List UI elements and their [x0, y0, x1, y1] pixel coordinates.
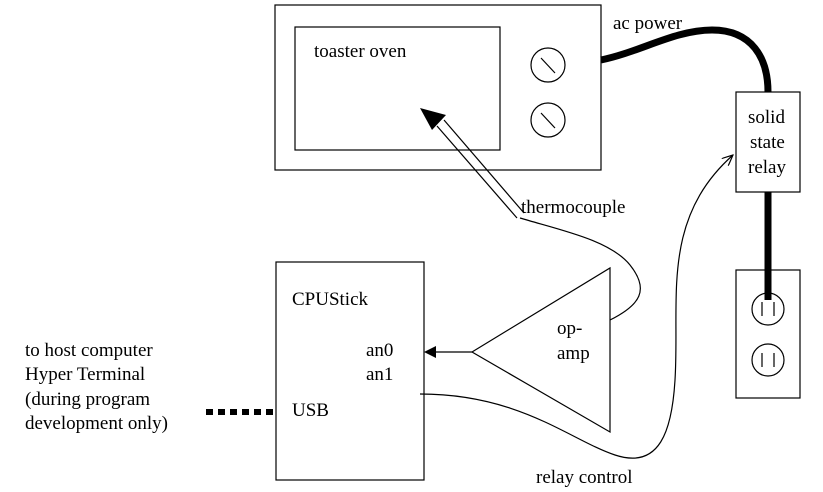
outlet-socket-top	[751, 292, 785, 326]
toaster-oven-body	[274, 4, 602, 171]
opamp-output-arrowhead	[424, 346, 436, 358]
cpustick-usb-label: USB	[292, 400, 329, 421]
thermocouple-wire	[519, 217, 641, 321]
oven-knob-bottom-indicator	[540, 112, 556, 129]
oven-knob-top	[530, 47, 566, 83]
cpustick-pin-an1: an1	[366, 364, 394, 385]
thermocouple-arrowhead	[420, 108, 446, 130]
outlet-socket-bottom	[751, 343, 785, 377]
host-label-line4: development only)	[25, 413, 168, 434]
op-amp-triangle	[470, 266, 611, 434]
relay-label-line3: relay	[748, 157, 786, 178]
thermocouple-probe-line-a	[436, 125, 518, 219]
relay-label-line1: solid	[748, 107, 785, 128]
host-label-line3: (during program	[25, 389, 151, 410]
relay-control-wire	[419, 155, 733, 459]
thermocouple-probe-line-b	[443, 119, 525, 214]
oven-knob-bottom	[530, 102, 566, 138]
wall-outlet-plate	[735, 269, 801, 399]
cpustick-pin-an0: an0	[366, 340, 394, 361]
toaster-oven-window	[294, 26, 501, 151]
op-amp-label-line2: amp	[557, 343, 590, 364]
cpustick-title: CPUStick	[292, 289, 369, 310]
host-label-line1: to host computer	[25, 340, 153, 361]
cpustick-box	[275, 261, 425, 481]
relay-label-line2: state	[750, 132, 785, 153]
oven-knob-top-indicator	[540, 57, 556, 74]
toaster-oven-label: toaster oven	[314, 41, 407, 62]
op-amp-label-line1: op-	[557, 318, 583, 339]
ac-power-cable	[600, 26, 772, 93]
thermocouple-label: thermocouple	[521, 197, 626, 218]
host-label-line2: Hyper Terminal	[25, 364, 146, 385]
ac-power-label: ac power	[613, 13, 683, 34]
relay-control-label: relay control	[536, 467, 633, 488]
